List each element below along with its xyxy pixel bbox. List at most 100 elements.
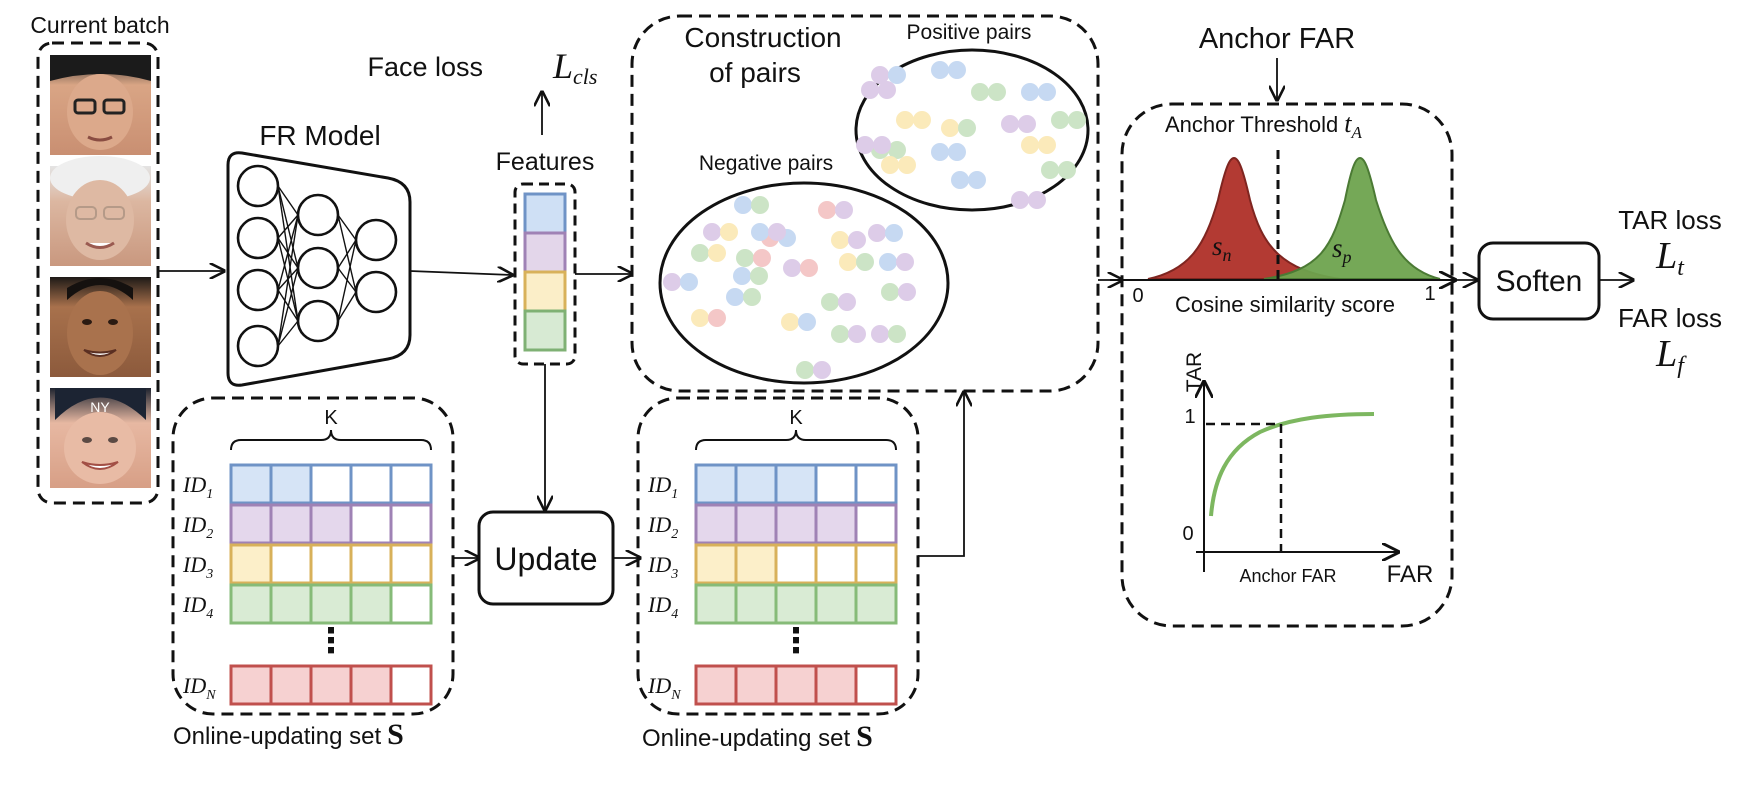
fr-model-title: FR Model [259,120,380,151]
memory-cell [814,583,858,625]
nn-node [296,246,340,290]
memory-cell [814,543,858,585]
update-label: Update [494,541,597,577]
memory-cell [814,503,858,545]
sn-label: sn [1212,231,1232,265]
pair-dot [848,325,866,343]
positive-pairs-ellipse [854,48,1090,212]
pair-dot [1041,161,1059,179]
pair-dot [768,223,786,241]
pair-dot [680,273,698,291]
memory-cell [694,503,738,545]
pair-dot [743,288,761,306]
arrow-model-to-features [409,271,512,275]
pair-dot [885,224,903,242]
id-label: ID2 [647,512,678,542]
pair-dot [896,253,914,271]
memory-cell [854,583,898,625]
roc-anchor-guide [1206,422,1283,552]
neural-network-graph [236,164,398,368]
id-label: ID2 [182,512,213,542]
memory-cell [694,664,738,706]
memory-cell [229,503,273,545]
id-label: IDN [182,673,216,703]
nn-edge [337,291,357,322]
memory-cell [814,664,858,706]
negative-pairs-ellipse [658,181,950,385]
k-brace [695,429,897,451]
pair-dot [708,244,726,262]
roc-y-label: TAR [1183,352,1206,392]
negative-score-distribution [1147,156,1341,280]
pair-dot [951,171,969,189]
face-image-3 [50,277,151,377]
memory-cell [349,664,393,706]
pair-dot [913,111,931,129]
memory-cell [309,503,353,545]
pair-dot [751,196,769,214]
memory-cell [309,463,353,505]
svg-text:NY: NY [90,399,110,415]
face-image-1 [50,55,151,155]
positive-pairs-label: Positive pairs [907,21,1032,44]
pair-dot [733,267,751,285]
memory-cell [349,543,393,585]
pair-dot [1038,83,1056,101]
pair-dot [751,223,769,241]
roc-y-one: 1 [1184,406,1195,428]
id-label: ID4 [182,592,213,622]
tar-loss-label: TAR loss [1618,205,1722,235]
memory-cell [229,583,273,625]
nn-node [236,216,280,260]
tar-loss-symbol: Lt [1655,235,1685,281]
far-loss-symbol: Lf [1655,333,1687,379]
anchor-panel-box [1120,102,1454,628]
pair-dot [1018,115,1036,133]
nn-edge [277,214,299,347]
memory-cell [229,463,273,505]
arrow-set2-to-pairs [918,392,964,557]
rows-ellipsis: ⋮ [779,622,813,660]
memory-cell [309,583,353,625]
feature-cell [523,270,567,313]
pair-dot [796,361,814,379]
pair-dot [971,83,989,101]
pair-dot [871,325,889,343]
pair-dot [871,66,889,84]
roc-x-label: FAR [1387,561,1434,588]
pair-dot [1028,191,1046,209]
memory-cell [694,583,738,625]
far-loss-label: FAR loss [1618,303,1722,333]
soften-label: Soften [1496,265,1583,298]
pair-dot [1051,111,1069,129]
roc-y-zero: 0 [1182,523,1193,545]
memory-cell [309,543,353,585]
pair-dot [931,143,949,161]
pair-dot [898,283,916,301]
batch-box [36,41,160,505]
memory-cell [389,543,433,585]
pair-dot [813,361,831,379]
pair-dot [839,253,857,271]
score-axis-zero: 0 [1132,285,1143,307]
feature-cell [523,192,567,235]
nn-node [236,268,280,312]
nn-node [236,324,280,368]
pair-dot [881,283,899,301]
memory-cell [774,664,818,706]
pair-dot [798,313,816,331]
pair-dot [708,309,726,327]
pair-dot [948,143,966,161]
pair-dot [818,201,836,219]
anchor-far-title: Anchor FAR [1199,23,1355,55]
memory-cell [854,543,898,585]
pair-dot [703,223,721,241]
nn-edge [337,239,357,269]
memory-cell [389,503,433,545]
pair-dot [663,273,681,291]
pair-dot [1011,191,1029,209]
roc-x-marker: Anchor FAR [1239,566,1336,586]
pair-dot [1038,136,1056,154]
